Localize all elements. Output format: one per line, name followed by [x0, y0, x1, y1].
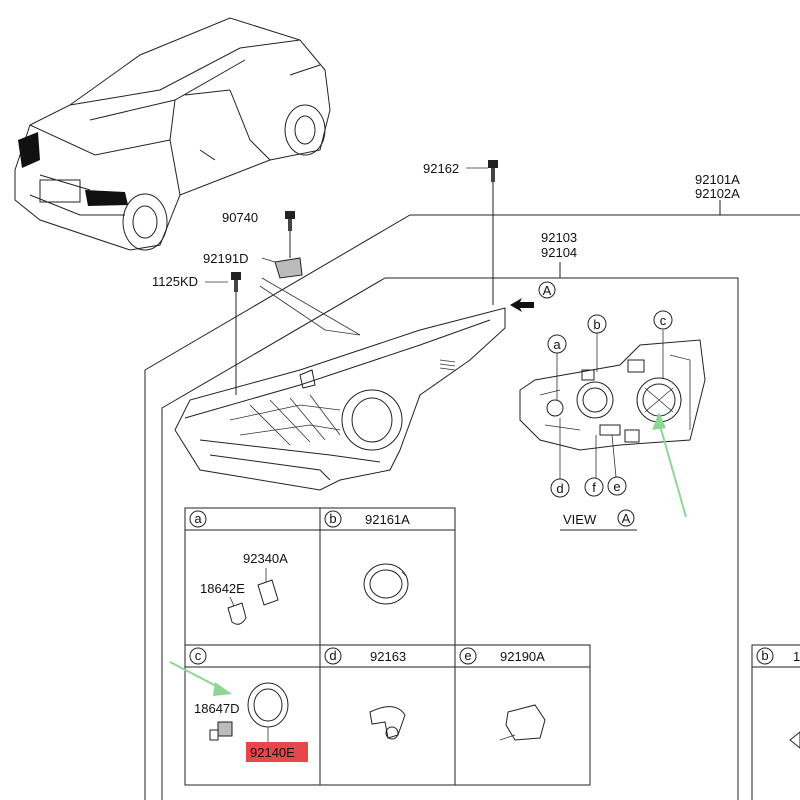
- cell-d-contents: [369, 706, 406, 740]
- annotation-arrow-bottom: [169, 661, 232, 696]
- svg-text:d: d: [329, 648, 336, 663]
- callout-a: a: [547, 334, 567, 354]
- bracket-92191D: [274, 257, 303, 279]
- parts-grid: [184, 507, 800, 800]
- cell-a-header: a: [189, 510, 207, 528]
- callout-c: c: [653, 310, 673, 330]
- view-marker-letter: A: [543, 283, 552, 298]
- cell-b2-header: b 1: [756, 647, 800, 665]
- svg-text:c: c: [660, 313, 667, 328]
- svg-text:a: a: [553, 337, 561, 352]
- label-92161A: 92161A: [365, 512, 410, 527]
- boundary-lines: [144, 167, 800, 800]
- cell-a-contents: 92340A 18642E: [200, 551, 288, 625]
- callout-e: e: [607, 476, 627, 496]
- label-92102A: 92102A: [695, 186, 740, 201]
- label-90740: 90740: [222, 210, 258, 225]
- label-92163: 92163: [370, 649, 406, 664]
- svg-text:b: b: [329, 511, 336, 526]
- bolt-90740: [285, 211, 295, 231]
- label-1125KD: 1125KD: [152, 274, 198, 289]
- bolt-1125KD: [231, 272, 241, 292]
- callout-b: b: [587, 314, 607, 334]
- cell-b2-contents: [789, 731, 800, 749]
- cell-e-header: e 92190A: [459, 647, 545, 665]
- annotation-arrow-top: [652, 412, 687, 518]
- label-partial: 1: [793, 649, 800, 664]
- label-92104: 92104: [541, 245, 577, 260]
- cell-b-contents: [363, 563, 409, 605]
- cell-e-contents: [499, 704, 546, 741]
- rear-view-lamp: [519, 330, 706, 479]
- cell-c-contents: 18647D 92140E: [194, 682, 308, 762]
- svg-text:d: d: [556, 481, 563, 496]
- svg-text:VIEW: VIEW: [563, 512, 597, 527]
- svg-text:b: b: [761, 648, 768, 663]
- callout-f: f: [584, 477, 604, 497]
- label-92140E: 92140E: [250, 745, 295, 760]
- svg-text:a: a: [194, 511, 202, 526]
- view-a-caption: VIEW A: [560, 509, 637, 531]
- svg-text:A: A: [622, 511, 631, 526]
- label-92190A: 92190A: [500, 649, 545, 664]
- view-a-marker: A: [510, 281, 556, 312]
- cell-d-header: d 92163: [324, 647, 406, 665]
- svg-text:e: e: [464, 648, 471, 663]
- label-18647D: 18647D: [194, 701, 240, 716]
- label-92340A: 92340A: [243, 551, 288, 566]
- label-92162: 92162: [423, 161, 459, 176]
- highlight-box: [246, 742, 308, 762]
- label-92103: 92103: [541, 230, 577, 245]
- callout-d: d: [550, 478, 570, 498]
- svg-text:e: e: [613, 479, 620, 494]
- label-18642E: 18642E: [200, 581, 245, 596]
- vehicle-illustration: [14, 17, 331, 251]
- label-92191D: 92191D: [203, 251, 249, 266]
- svg-text:f: f: [592, 480, 596, 495]
- cell-c-header: c: [189, 647, 207, 665]
- label-92101A: 92101A: [695, 172, 740, 187]
- bolt-92162: [488, 160, 498, 182]
- headlamp-assembly: [174, 307, 506, 491]
- cell-b-header: b 92161A: [324, 510, 410, 528]
- svg-text:b: b: [593, 317, 600, 332]
- svg-text:c: c: [195, 648, 202, 663]
